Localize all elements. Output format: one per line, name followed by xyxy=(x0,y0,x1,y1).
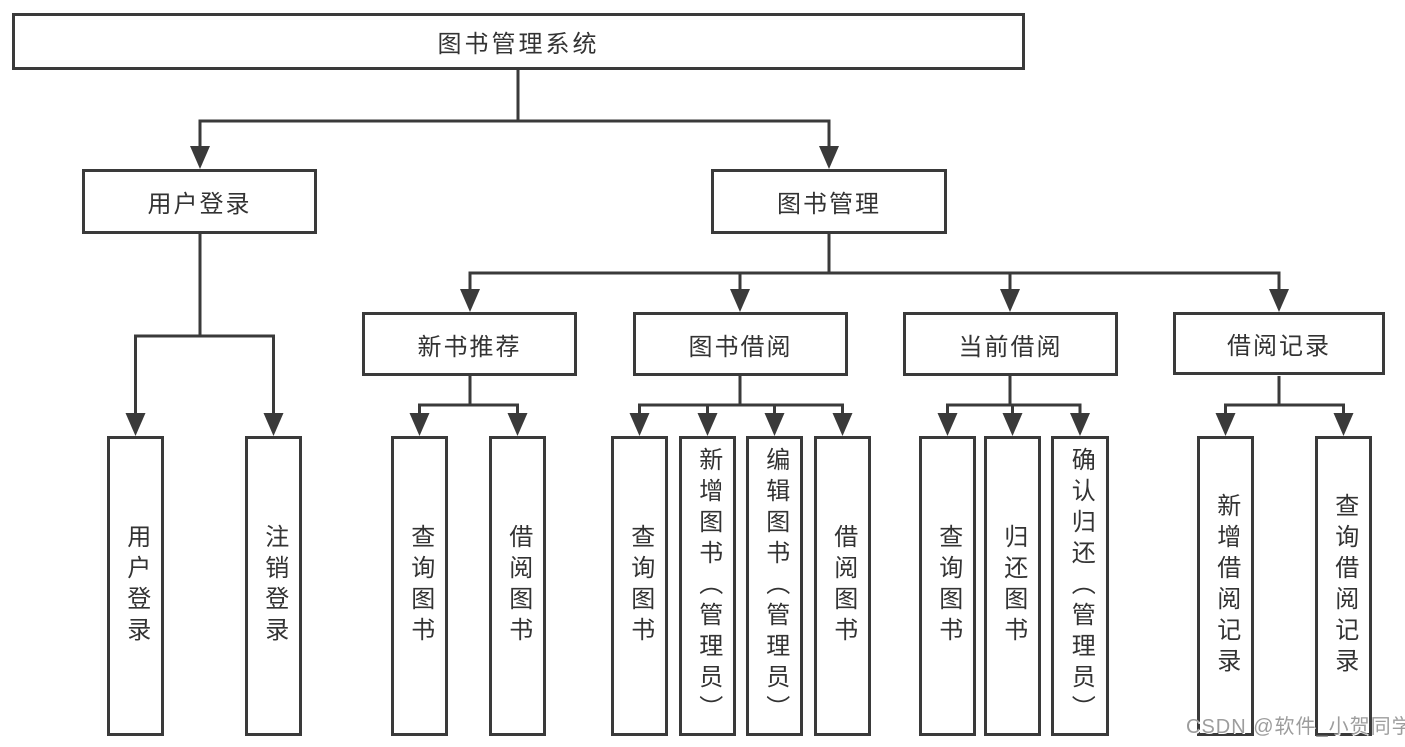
node-library-management-system: 图书管理系统 xyxy=(12,13,1025,70)
arrow-to-newbook xyxy=(460,289,480,312)
leaf-newbook-borrow-books: 借阅图书 xyxy=(489,436,546,736)
leaf-user-login: 用户登录 xyxy=(107,436,164,736)
arrow-to-leaf-nbborrow xyxy=(507,413,528,436)
arrow-to-leaf-bbquery xyxy=(629,413,650,436)
arrow-to-leaf-logout xyxy=(263,413,284,436)
node-borrow-records: 借阅记录 xyxy=(1173,312,1385,375)
arrow-to-leaf-cbreturn xyxy=(1002,413,1023,436)
arrow-to-userlogin xyxy=(190,146,210,169)
arrow-to-currentborrow xyxy=(1000,289,1020,312)
arrow-to-leaf-bbadd xyxy=(697,413,718,436)
leaf-logout: 注销登录 xyxy=(245,436,302,736)
node-new-book-recommend: 新书推荐 xyxy=(362,312,577,376)
leaf-add-borrow-record: 新增借阅记录 xyxy=(1197,436,1254,736)
leaf-borrowing-borrow-books: 借阅图书 xyxy=(814,436,871,736)
leaf-query-borrow-record: 查询借阅记录 xyxy=(1315,436,1372,736)
node-user-login: 用户登录 xyxy=(82,169,317,234)
arrow-to-leaf-cbquery xyxy=(937,413,958,436)
arrow-to-leaf-bradd xyxy=(1215,413,1236,436)
leaf-current-query-books: 查询图书 xyxy=(919,436,976,736)
node-book-borrowing: 图书借阅 xyxy=(633,312,848,376)
arrowheads xyxy=(125,146,1354,436)
node-book-management: 图书管理 xyxy=(711,169,947,234)
arrow-to-leaf-userlogin xyxy=(125,413,146,436)
arrow-to-bookmgmt xyxy=(819,146,839,169)
csdn-watermark: CSDN @软件_小贺同学 xyxy=(1186,716,1405,738)
leaf-confirm-return-admin: 确认归还（管理员） xyxy=(1051,436,1109,736)
arrow-to-records xyxy=(1269,289,1289,312)
leaf-edit-books-admin: 编辑图书（管理员） xyxy=(746,436,803,736)
node-current-borrowing: 当前借阅 xyxy=(903,312,1118,376)
leaf-newbook-query-books: 查询图书 xyxy=(391,436,448,736)
arrow-to-leaf-bbedit xyxy=(764,413,785,436)
arrow-to-leaf-bbborrow xyxy=(832,413,853,436)
leaf-borrowing-query-books: 查询图书 xyxy=(611,436,668,736)
arrow-to-leaf-cbconfirm xyxy=(1070,413,1090,436)
arrow-to-leaf-brquery xyxy=(1333,413,1354,436)
leaf-return-books: 归还图书 xyxy=(984,436,1041,736)
arrow-to-bookborrow xyxy=(730,289,750,312)
arrow-to-leaf-nbquery xyxy=(409,413,430,436)
leaf-add-books-admin: 新增图书（管理员） xyxy=(679,436,736,736)
